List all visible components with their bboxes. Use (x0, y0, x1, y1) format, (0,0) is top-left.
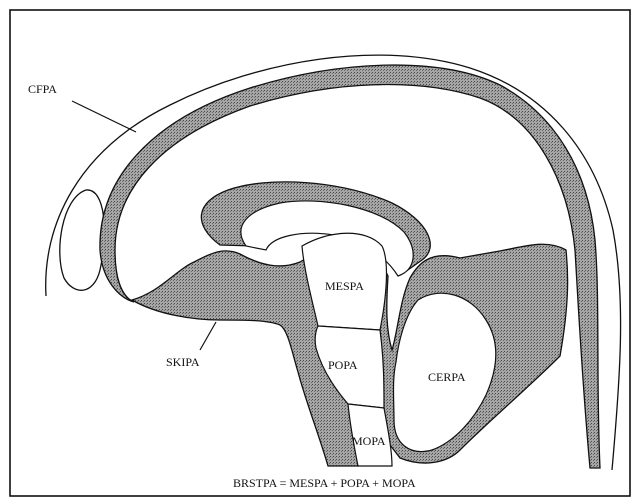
label-cfpa: CFPA (28, 82, 57, 96)
label-skipa: SKIPA (166, 355, 200, 369)
label-popa: POPA (328, 358, 358, 372)
formula-caption: BRSTPA = MESPA + POPA + MOPA (233, 476, 416, 490)
label-mespa: MESPA (325, 279, 364, 293)
label-mopa: MOPA (352, 434, 386, 448)
label-cerpa: CERPA (428, 370, 466, 384)
